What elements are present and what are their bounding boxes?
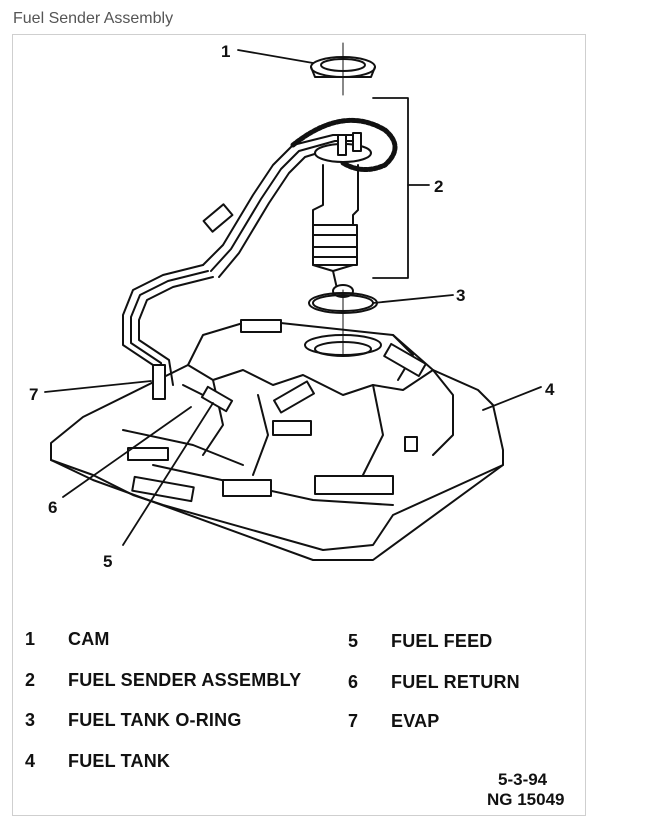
figure-code: NG 15049 <box>487 790 565 809</box>
legend-label-2: FUEL SENDER ASSEMBLY <box>68 670 302 690</box>
legend-label-4: FUEL TANK <box>68 751 171 771</box>
date-code: 5-3-94 <box>498 770 548 789</box>
callout-3: 3 <box>456 286 465 305</box>
image-caption: Fuel Sender Assembly <box>13 10 174 27</box>
fuel-lines-drawing <box>122 117 398 413</box>
legend-num-2: 2 <box>25 670 36 690</box>
legend-num-5: 5 <box>348 631 359 651</box>
leader-lines <box>44 49 542 546</box>
callout-2: 2 <box>434 177 443 196</box>
legend-label-3: FUEL TANK O-RING <box>68 710 242 730</box>
diagram-frame: 1 2 3 4 5 6 7 1 CAM 2 FUEL SENDER ASSEMB… <box>12 34 586 816</box>
legend-num-4: 4 <box>25 751 36 771</box>
callout-4: 4 <box>545 380 555 399</box>
callout-1: 1 <box>221 42 230 61</box>
callout-6: 6 <box>48 498 57 517</box>
cam-drawing <box>310 42 376 96</box>
fuel-tank-drawing <box>50 319 504 561</box>
legend-num-7: 7 <box>348 711 359 731</box>
legend-label-1: CAM <box>68 629 110 649</box>
legend-num-6: 6 <box>348 672 359 692</box>
legend-label-5: FUEL FEED <box>391 631 493 651</box>
legend-label-7: EVAP <box>391 711 440 731</box>
fuel-system-drawing: 1 2 3 4 5 6 7 <box>29 42 555 571</box>
sender-assembly-drawing <box>312 132 372 298</box>
callout-7: 7 <box>29 385 38 404</box>
callout-5: 5 <box>103 552 112 571</box>
legend-num-1: 1 <box>25 629 36 649</box>
legend-label-6: FUEL RETURN <box>391 672 520 692</box>
legend-num-3: 3 <box>25 710 36 730</box>
